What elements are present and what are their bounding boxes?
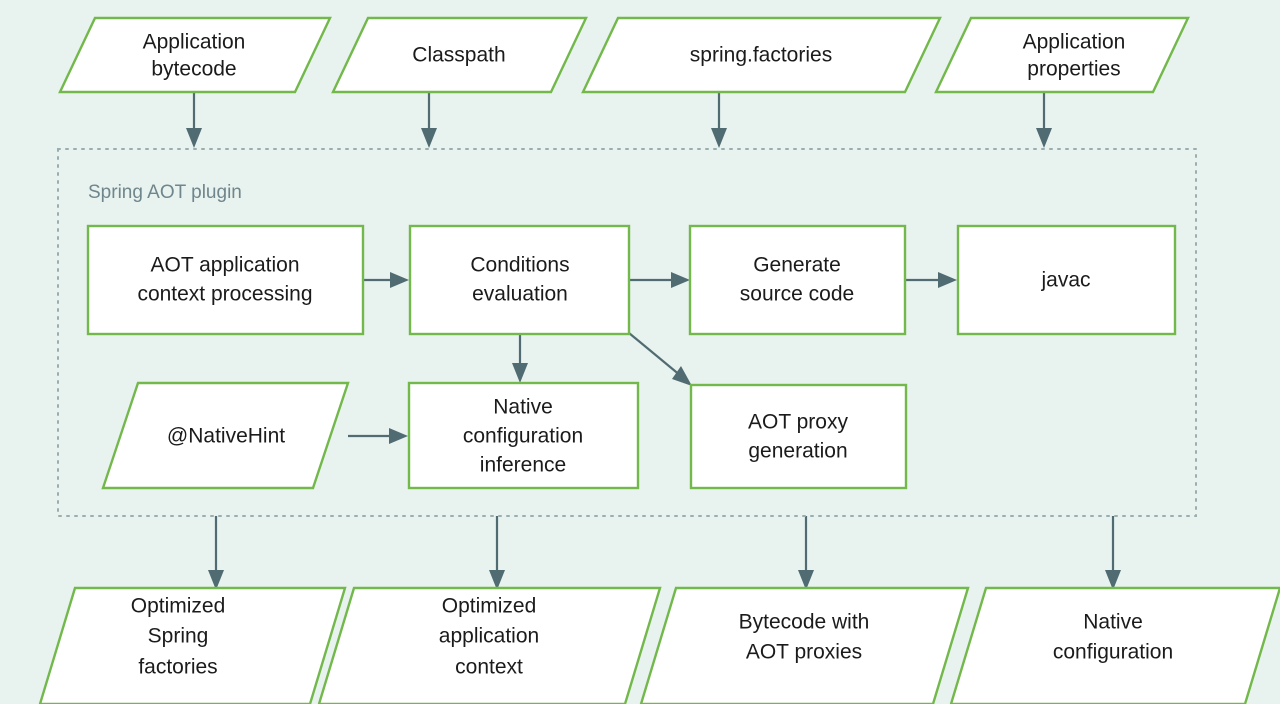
node-aot-application-context-processing[interactable]: AOT application context processing (86, 224, 365, 336)
bytecode-with-aot-proxies-label-line1: Bytecode with (739, 611, 870, 634)
generate-source-code-label-line2: source code (740, 283, 854, 306)
edge-application-bytecode-to-plugin (186, 92, 202, 148)
native-hint-label-line1: @NativeHint (167, 425, 285, 448)
node-spring-factories[interactable]: spring.factories (581, 16, 942, 94)
spring-factories-shape[interactable] (581, 16, 942, 94)
optimized-spring-factories-label-line2: Spring (148, 625, 209, 648)
spring-aot-plugin-label: Spring AOT plugin (88, 182, 242, 203)
node-bytecode-with-aot-proxies[interactable]: Bytecode with AOT proxies (639, 586, 970, 704)
aot-application-context-processing-label-line1: AOT application (150, 254, 299, 277)
edge-native-hint-to-native-inference (348, 428, 408, 444)
aot-proxy-generation-shape[interactable] (689, 383, 908, 490)
edge-plugin-to-native-configuration (1105, 516, 1121, 590)
conditions-evaluation-label-line1: Conditions (470, 254, 569, 277)
node-optimized-application-context[interactable]: Optimized application context (317, 586, 662, 704)
node-conditions-evaluation[interactable]: Conditions evaluation (408, 224, 631, 336)
node-native-configuration[interactable]: Native configuration (949, 586, 1280, 704)
node-classpath[interactable]: Classpath (331, 16, 588, 94)
optimized-application-context-label-line2: application (439, 625, 539, 648)
edge-conditions-to-aot-proxy (628, 332, 692, 386)
native-hint-shape[interactable] (101, 381, 350, 490)
native-configuration-shape[interactable] (949, 586, 1280, 704)
spring-factories-label-line1: spring.factories (690, 44, 832, 67)
edge-plugin-to-optimized-application-context (489, 516, 505, 590)
edge-classpath-to-plugin (421, 92, 437, 148)
classpath-shape[interactable] (331, 16, 588, 94)
edge-conditions-to-generate (629, 272, 690, 288)
native-configuration-inference-label-line1: Native (493, 396, 553, 419)
conditions-evaluation-label-line2: evaluation (472, 283, 568, 306)
edge-application-properties-to-plugin (1036, 92, 1052, 148)
classpath-label-line1: Classpath (412, 44, 505, 67)
edge-layer (186, 92, 1121, 590)
generate-source-code-shape[interactable] (688, 224, 907, 336)
native-configuration-inference-label-line3: inference (480, 454, 566, 477)
node-generate-source-code[interactable]: Generate source code (688, 224, 907, 336)
edge-plugin-to-optimized-spring-factories (208, 516, 224, 590)
aot-proxy-generation-label-line1: AOT proxy (748, 411, 848, 434)
node-aot-proxy-generation[interactable]: AOT proxy generation (689, 383, 908, 490)
node-native-hint[interactable]: @NativeHint (101, 381, 350, 490)
application-properties-label-line1: Application (1023, 31, 1126, 54)
bytecode-with-aot-proxies-label-line2: AOT proxies (746, 641, 862, 664)
application-bytecode-label-line2: bytecode (151, 58, 236, 81)
aot-proxy-generation-label-line2: generation (748, 440, 847, 463)
edge-spring-factories-to-plugin (711, 92, 727, 148)
spring-aot-plugin-border (57, 148, 1197, 517)
application-bytecode-shape[interactable] (58, 16, 332, 94)
optimized-application-context-shape[interactable] (317, 586, 662, 704)
bytecode-with-aot-proxies-shape[interactable] (639, 586, 970, 704)
conditions-evaluation-shape[interactable] (408, 224, 631, 336)
aot-application-context-processing-label-line2: context processing (137, 283, 312, 306)
javac-shape[interactable] (956, 224, 1177, 336)
edge-plugin-to-bytecode-with-aot-proxies (798, 516, 814, 590)
edge-conditions-to-native-inference (512, 333, 528, 383)
application-properties-label-line2: properties (1027, 58, 1120, 81)
aot-application-context-processing-shape[interactable] (86, 224, 365, 336)
native-configuration-label-line2: configuration (1053, 641, 1173, 664)
optimized-application-context-label-line3: context (455, 656, 523, 679)
node-application-bytecode[interactable]: Application bytecode (58, 16, 332, 94)
optimized-spring-factories-shape[interactable] (38, 586, 347, 704)
node-javac[interactable]: javac (956, 224, 1177, 336)
optimized-application-context-label-line1: Optimized (442, 595, 537, 618)
edge-generate-to-javac (905, 272, 957, 288)
optimized-spring-factories-label-line3: factories (138, 656, 217, 679)
generate-source-code-label-line1: Generate (753, 254, 841, 277)
node-optimized-spring-factories[interactable]: Optimized Spring factories (38, 586, 347, 704)
native-configuration-label-line1: Native (1083, 611, 1143, 634)
javac-label-line1: javac (1040, 269, 1090, 292)
native-configuration-inference-label-line2: configuration (463, 425, 583, 448)
spring-aot-plugin-group: Spring AOT plugin (57, 148, 1197, 517)
edge-aot-context-to-conditions (363, 272, 409, 288)
node-native-configuration-inference[interactable]: Native configuration inference (407, 381, 640, 490)
native-configuration-inference-shape[interactable] (407, 381, 640, 490)
application-properties-shape[interactable] (934, 16, 1190, 94)
application-bytecode-label-line1: Application (143, 31, 246, 54)
optimized-spring-factories-label-line1: Optimized (131, 595, 226, 618)
node-application-properties[interactable]: Application properties (934, 16, 1190, 94)
